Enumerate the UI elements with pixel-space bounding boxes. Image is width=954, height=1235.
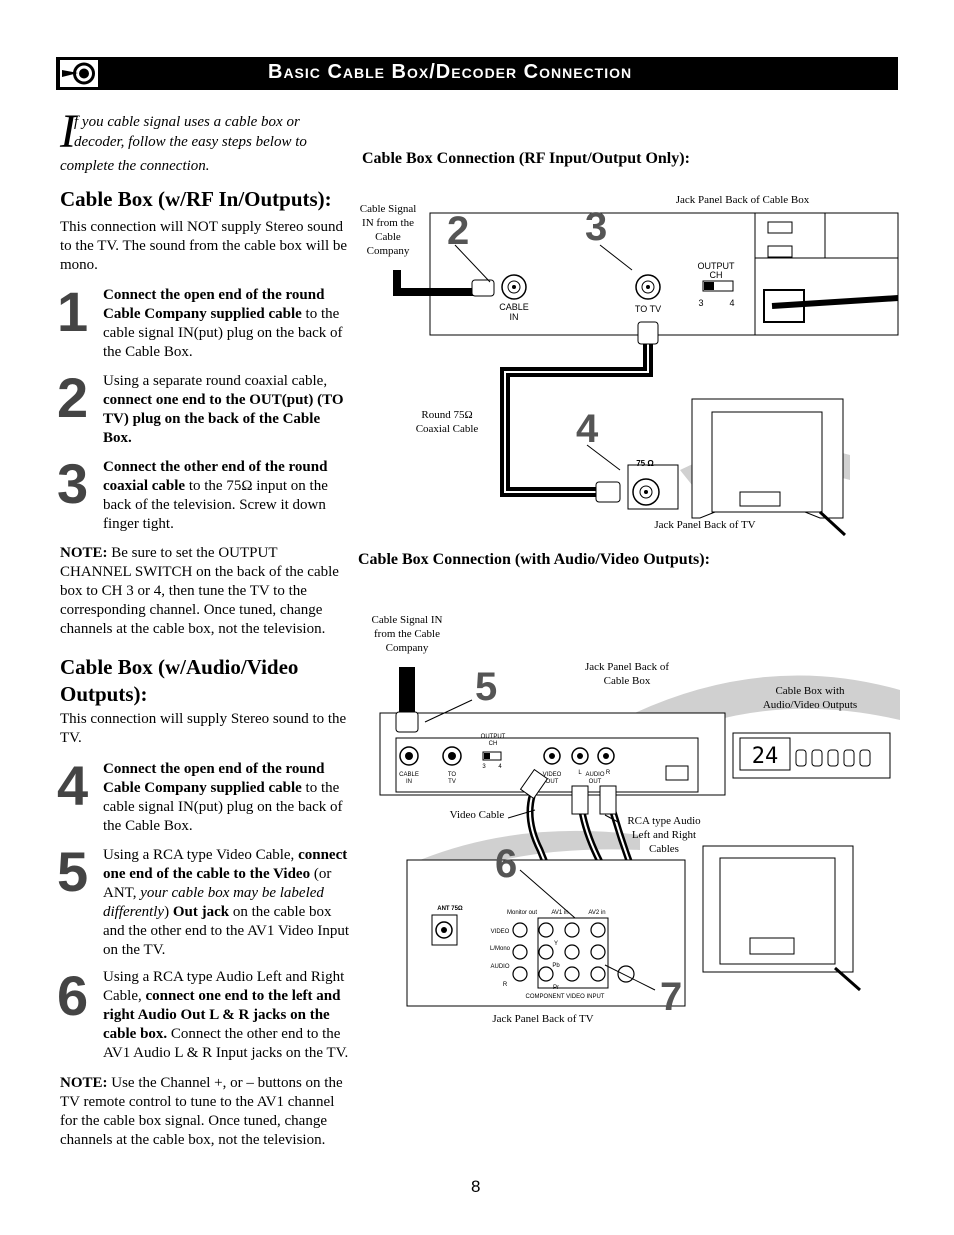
jack-panel-tv-label: Jack Panel Back of TV bbox=[654, 519, 756, 531]
tv-back-2 bbox=[702, 845, 854, 973]
incoming-cable bbox=[393, 270, 478, 296]
step-number: 2 bbox=[57, 366, 89, 429]
output-switch bbox=[702, 280, 734, 292]
svg-text:6: 6 bbox=[495, 842, 517, 886]
to-tv-jack bbox=[635, 274, 661, 300]
logo-icon bbox=[60, 60, 98, 87]
jack-panel-box-label: Jack Panel Back of Cable Box bbox=[675, 194, 810, 206]
diagram2-title: Cable Box Connection (with Audio/Video O… bbox=[358, 551, 710, 568]
tv-back bbox=[691, 398, 844, 519]
page-number: 8 bbox=[471, 1177, 481, 1196]
intro-dropcap: I bbox=[60, 105, 76, 158]
coax-cable bbox=[500, 330, 653, 497]
y-label: Y bbox=[553, 941, 558, 947]
ch3-label: 3 bbox=[698, 298, 704, 308]
tv-audio-label: AUDIO bbox=[490, 964, 510, 970]
step-number: 1 bbox=[57, 280, 89, 343]
cable-box-av-label: Cable Box with Audio/Video Outputs bbox=[762, 685, 858, 711]
monitor-out-label: Monitor out bbox=[506, 910, 537, 916]
step-number: 6 bbox=[57, 964, 89, 1027]
av1-in-label: AV1 in bbox=[551, 910, 569, 916]
ant-label: ANT 75Ω bbox=[437, 906, 463, 912]
av-l-label: L bbox=[578, 770, 582, 776]
cable-in-jack bbox=[501, 274, 527, 300]
step-text: Connect the open end of the round Cable … bbox=[103, 761, 343, 834]
intro-text: f you cable signal uses a cable box or d… bbox=[60, 114, 307, 174]
av-ch4-label: 4 bbox=[498, 764, 502, 770]
svg-text:3: 3 bbox=[585, 205, 607, 249]
step-number: 3 bbox=[57, 452, 89, 515]
svg-text:2: 2 bbox=[447, 209, 469, 253]
section1-note: NOTE: Be sure to set the OUTPUT CHANNEL … bbox=[60, 545, 339, 637]
av-ch3-label: 3 bbox=[482, 764, 486, 770]
av2-in-label: AV2 in bbox=[588, 910, 606, 916]
svg-text:5: 5 bbox=[475, 665, 497, 709]
section2-desc: This connection will supply Stereo sound… bbox=[60, 711, 347, 746]
tv-video-label: VIDEO bbox=[490, 929, 510, 935]
av-r-label: R bbox=[605, 770, 611, 776]
video-cable-label: Video Cable bbox=[449, 809, 505, 821]
step-number: 4 bbox=[57, 754, 89, 817]
av-jack-panel-tv-label: Jack Panel Back of TV bbox=[492, 1013, 594, 1025]
section1-heading: Cable Box (w/RF In/Outputs): bbox=[60, 187, 332, 211]
page-title: Basic Cable Box/Decoder Connection bbox=[268, 61, 633, 83]
section2-note: NOTE: Use the Channel +, or – buttons on… bbox=[60, 1075, 343, 1148]
ch4-label: 4 bbox=[729, 298, 735, 308]
tv-av-panel bbox=[406, 859, 686, 1007]
tv-lmono-label: L/Mono bbox=[489, 946, 510, 952]
step-number: 5 bbox=[57, 840, 89, 903]
to-tv-label: TO TV bbox=[634, 304, 662, 314]
svg-text:4: 4 bbox=[576, 407, 599, 451]
ohm-label: 75 Ω bbox=[636, 459, 654, 468]
section-header: Basic Cable Box/Decoder Connection bbox=[56, 57, 898, 90]
pr-label: Pr bbox=[553, 985, 559, 991]
av-jack-panel-box-label: Jack Panel Back of Cable Box bbox=[585, 661, 669, 687]
tv-r-label: R bbox=[502, 982, 508, 988]
av-cable-signal-label: Cable Signal IN from the Cable Company bbox=[371, 614, 443, 654]
step-text: Using a RCA type Video Cable, connect on… bbox=[103, 847, 350, 958]
cable-signal-label: Cable Signal IN from the Cable Company bbox=[359, 203, 417, 257]
section2-heading: Cable Box (w/Audio/Video Outputs): bbox=[60, 655, 299, 706]
cable-box-front bbox=[732, 732, 891, 779]
step-text: Using a RCA type Audio Left and Right Ca… bbox=[103, 969, 349, 1061]
svg-text:7: 7 bbox=[660, 975, 682, 1019]
svg-text:24: 24 bbox=[752, 744, 779, 769]
diagram1-title: Cable Box Connection (RF Input/Output On… bbox=[362, 150, 690, 167]
rca-audio-label: RCA type Audio Left and Right Cables bbox=[627, 815, 701, 855]
component-label: COMPONENT VIDEO INPUT bbox=[525, 994, 605, 1000]
step-text: Connect the open end of the round Cable … bbox=[103, 287, 343, 360]
section1-desc: This connection will NOT supply Stereo s… bbox=[60, 219, 348, 273]
pb-label: Pb bbox=[552, 963, 560, 969]
step-text: Connect the other end of the round coaxi… bbox=[103, 459, 328, 532]
tv-jack-panel bbox=[627, 464, 679, 510]
step-text: Using a separate round coaxial cable, co… bbox=[103, 373, 344, 446]
